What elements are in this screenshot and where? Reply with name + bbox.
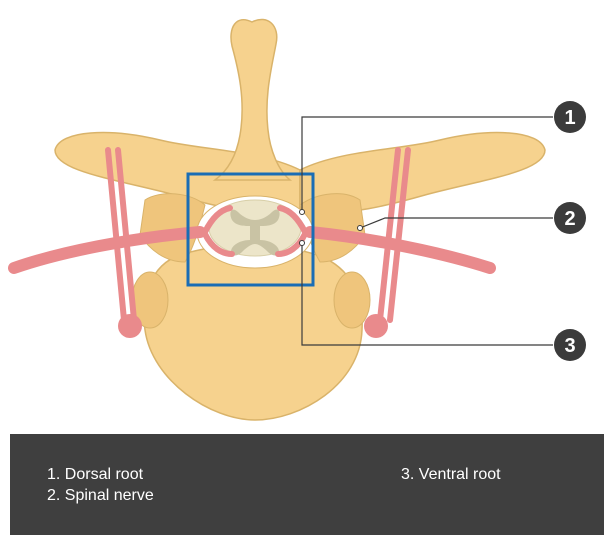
left-ganglion bbox=[118, 314, 142, 338]
svg-text:2: 2 bbox=[564, 208, 575, 230]
svg-text:1: 1 bbox=[564, 107, 575, 129]
callout-badge-3: 3 bbox=[554, 329, 586, 361]
legend-item-spinal-nerve: 2. Spinal nerve bbox=[47, 485, 154, 507]
callout-badge-2: 2 bbox=[554, 202, 586, 234]
legend-item-dorsal-root: 1. Dorsal root bbox=[47, 464, 143, 486]
legend-item-ventral-root: 3. Ventral root bbox=[401, 464, 501, 486]
right-ganglion bbox=[364, 314, 388, 338]
vertebra-diagram: 1 2 3 bbox=[0, 0, 604, 430]
vertebral-body bbox=[144, 245, 362, 420]
callout-badge-1: 1 bbox=[554, 101, 586, 133]
right-articular-lobe bbox=[334, 272, 370, 328]
svg-text:3: 3 bbox=[564, 335, 575, 357]
legend-panel: 1. Dorsal root 2. Spinal nerve 3. Ventra… bbox=[10, 434, 604, 535]
